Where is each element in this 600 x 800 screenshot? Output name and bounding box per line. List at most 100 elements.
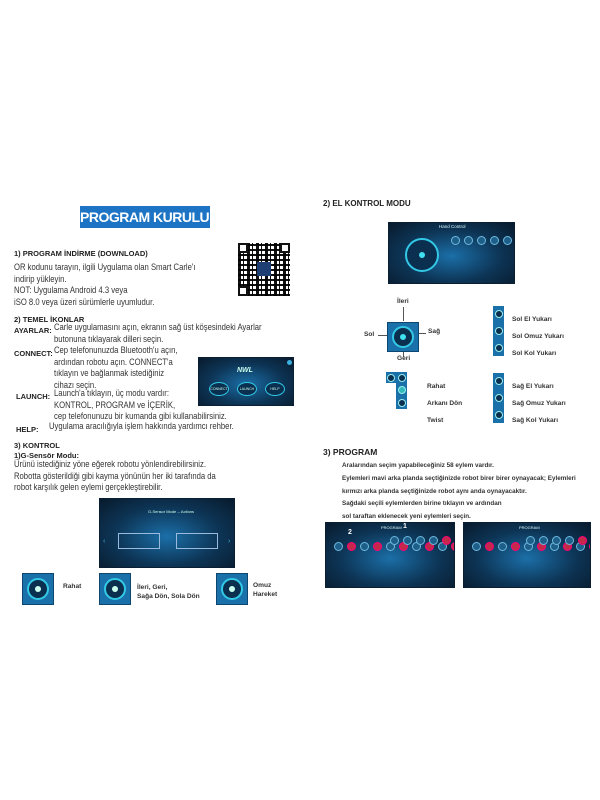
text-line: Robotta gösterildiği gibi kayma yönünün …: [14, 470, 216, 482]
selected-actions: [524, 535, 590, 547]
hand-control-screenshot: Hand Control: [388, 222, 515, 284]
text-line: cihazı seçin.: [54, 379, 97, 391]
step-marker: 2: [348, 529, 352, 536]
text-line: Aralarından seçim yapabileceğiniz 58 eyl…: [342, 462, 494, 469]
text-line: KONTROL, PROGRAM ve İÇERİK,: [54, 399, 176, 411]
action-button[interactable]: [429, 536, 438, 545]
body-icons-top: [386, 372, 407, 383]
action-label: Twist: [427, 417, 444, 424]
action-button[interactable]: [503, 236, 512, 245]
joystick-right-label: Sağ: [428, 328, 441, 335]
screen-title: Hand Control: [439, 224, 466, 229]
action-button[interactable]: [373, 542, 382, 551]
action-button[interactable]: [578, 536, 587, 545]
connect-button[interactable]: CONNECT: [209, 382, 229, 396]
left-hand-up-icon: [494, 310, 503, 319]
gsensor-screenshot: G-Sensor Mode -- Actions ‹ ›: [99, 498, 235, 568]
joystick[interactable]: [405, 238, 439, 272]
action-button[interactable]: [451, 542, 454, 551]
relax-alt-icon: [397, 373, 406, 382]
text-line: butonuna tıklayarak dilleri seçin.: [54, 333, 164, 345]
action-button[interactable]: [490, 236, 499, 245]
text-line: tıklayın ve bağlanmak istediğiniz: [54, 368, 165, 379]
icons-heading: 2) TEMEL İKONLAR: [14, 315, 85, 324]
right-shoulder-up-icon: [494, 393, 503, 402]
action-button[interactable]: [477, 236, 486, 245]
action-label: Sol Omuz Yukarı: [512, 333, 564, 340]
left-arm-labels: Sol El Yukarı Sol Omuz Yukarı Sol Kol Yu…: [512, 311, 564, 362]
download-text: OR kodunu tarayın, ilgili Uygulama olan …: [14, 262, 195, 308]
settings-icon[interactable]: [287, 360, 292, 365]
action-button[interactable]: [360, 542, 369, 551]
action-button[interactable]: [347, 542, 356, 551]
text-line: NOT: Uygulama Android 4.3 veya: [14, 285, 128, 296]
relax-icon: [387, 373, 396, 382]
action-button[interactable]: [485, 542, 494, 551]
action-button[interactable]: [464, 236, 473, 245]
joystick-down-label: Geri: [397, 355, 411, 362]
body-icons: [396, 383, 407, 409]
action-button[interactable]: [565, 536, 574, 545]
button-label: LAUNCH: [239, 387, 255, 391]
label-line: Sağa Dön, Sola Dön: [137, 593, 200, 600]
action-button[interactable]: [552, 536, 561, 545]
text-line: sol taraftan eklenecek yeni eylemleri se…: [342, 513, 471, 521]
button-label: HELP: [270, 387, 280, 391]
program-screenshot-1: PROGRAM 1 2: [325, 522, 455, 588]
text-line: robot karşılık gelen eylemi gerçekleştir…: [14, 482, 163, 493]
label-line: Omuz: [253, 582, 272, 589]
action-button[interactable]: [526, 536, 535, 545]
right-arm-labels: Sağ El Yukarı Sağ Omuz Yukarı Sağ Kol Yu…: [512, 378, 566, 429]
action-label: Rahat: [427, 383, 446, 390]
action-button[interactable]: [334, 542, 343, 551]
launch-text: Launch'a tıklayın, üç modu vardır: KONTR…: [54, 388, 227, 423]
program-heading: 3) PROGRAM: [323, 447, 378, 457]
help-text: Uygulama aracılığıyla işlem hakkında yar…: [49, 421, 234, 432]
left-shoulder-up-icon: [494, 326, 503, 335]
action-button[interactable]: [442, 536, 451, 545]
text-line: iSO 8.0 veya üzeri sürümlerle uyumludur.: [14, 296, 155, 308]
screen-title: PROGRAM: [519, 525, 540, 530]
hand-heading: 2) EL KONTROL MODU: [323, 199, 411, 208]
ayarlar-key: AYARLAR:: [14, 326, 52, 335]
action-button[interactable]: [511, 542, 520, 551]
callout-line: [378, 335, 387, 336]
help-key: HELP:: [16, 425, 39, 434]
launch-button[interactable]: LAUNCH: [237, 382, 257, 396]
action-button[interactable]: [390, 536, 399, 545]
connect-key: CONNECT:: [14, 349, 53, 358]
pose-label: Rahat: [63, 583, 82, 590]
action-button-grid: [449, 235, 512, 247]
action-label: Sağ Omuz Yukarı: [512, 400, 566, 407]
action-button[interactable]: [416, 536, 425, 545]
ayarlar-text: Carle uygulamasını açın, ekranın sağ üst…: [54, 322, 262, 345]
action-button[interactable]: [403, 536, 412, 545]
app-launch-screenshot: NWL CONNECT LAUNCH HELP: [198, 357, 294, 406]
text-line: cep telefonunuzu bir kumanda gibi kullan…: [54, 411, 227, 422]
action-button[interactable]: [539, 536, 548, 545]
text-line: Launch'a tıklayın, üç modu vardır:: [54, 388, 169, 399]
app-logo: NWL: [237, 367, 253, 374]
turn-around-icon: [397, 385, 406, 394]
left-arm-icons: [493, 306, 504, 356]
text-line: Carle uygulamasını açın, ekranın sağ üst…: [54, 322, 262, 333]
callout-line: [403, 352, 404, 357]
twist-icon: [397, 398, 406, 407]
pose-label: İleri, Geri, Sağa Dön, Sola Dön: [137, 583, 200, 601]
launch-key: LAUNCH:: [16, 392, 51, 401]
chevron-right-icon[interactable]: ›: [228, 538, 231, 545]
qr-code: [238, 243, 290, 296]
download-heading: 1) PROGRAM İNDİRME (DOWNLOAD): [14, 249, 148, 258]
text-line: kırmızı arka planda seçtiğinizde robot a…: [342, 487, 527, 495]
chevron-left-icon[interactable]: ‹: [103, 538, 106, 545]
action-button[interactable]: [498, 542, 507, 551]
label-line: İleri, Geri,: [137, 584, 168, 591]
help-button[interactable]: HELP: [265, 382, 285, 396]
button-label: CONNECT: [210, 387, 228, 391]
joystick-up-label: İleri: [397, 298, 409, 305]
screen-title: PROGRAM: [381, 525, 402, 530]
screen-title: G-Sensor Mode -- Actions: [148, 509, 195, 514]
action-button[interactable]: [472, 542, 481, 551]
action-button[interactable]: [451, 236, 460, 245]
page-title: PROGRAM KURULUMU: [80, 206, 230, 228]
